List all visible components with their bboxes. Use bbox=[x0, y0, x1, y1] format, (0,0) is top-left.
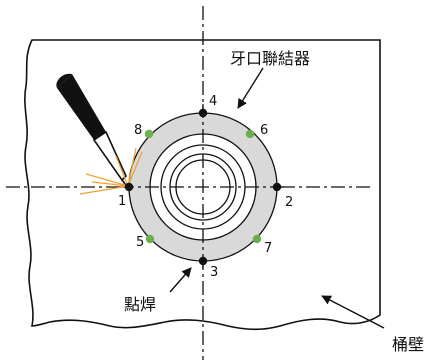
wall-label: 桶壁 bbox=[392, 335, 424, 354]
weld-point-5 bbox=[145, 234, 155, 244]
weld-point-label-5: 5 bbox=[136, 235, 144, 250]
weld-point-6 bbox=[245, 129, 255, 139]
weld-point-label-8: 8 bbox=[134, 123, 142, 138]
weld-point-label-1: 1 bbox=[118, 194, 126, 209]
weld-point-2 bbox=[272, 182, 282, 192]
welding-torch-icon bbox=[56, 73, 129, 189]
weld-point-label-2: 2 bbox=[285, 195, 293, 210]
weld-point-8 bbox=[144, 129, 154, 139]
weld-point-label-7: 7 bbox=[264, 241, 272, 256]
fitting-label: 牙口聯結器 bbox=[230, 49, 310, 68]
weld-label: 點焊 bbox=[124, 295, 156, 314]
fitting-leader-arrow bbox=[237, 67, 264, 109]
weld-leader-arrow bbox=[169, 267, 192, 293]
wall-leader-arrow bbox=[321, 295, 385, 329]
weld-point-4 bbox=[198, 108, 208, 118]
weld-point-3 bbox=[198, 256, 208, 266]
weld-points: 1 2 3 4 5 6 7 8 bbox=[118, 94, 293, 280]
weld-point-label-4: 4 bbox=[209, 94, 217, 109]
weld-point-1 bbox=[124, 182, 134, 192]
weld-point-label-6: 6 bbox=[260, 123, 268, 138]
weld-sparks bbox=[79, 147, 143, 195]
weld-point-7 bbox=[252, 234, 262, 244]
weld-point-label-3: 3 bbox=[210, 265, 218, 280]
